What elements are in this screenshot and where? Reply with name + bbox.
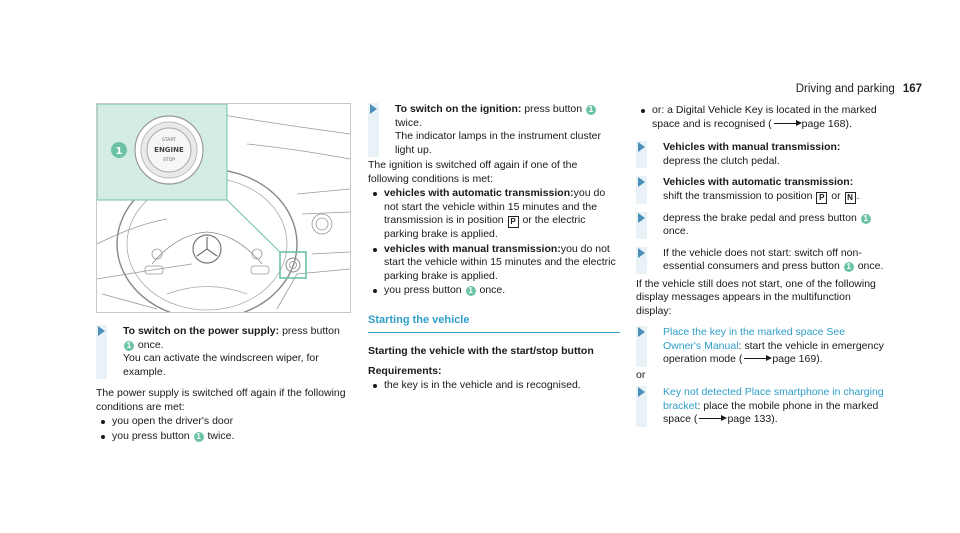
requirements-list-continued: or: a Digital Vehicle Key is located in … [636,104,886,131]
requirements-label: Requirements: [368,364,442,377]
page-reference[interactable]: page 169 [742,353,816,365]
step-heading: Vehicles with manual transmission: [663,141,841,153]
page-reference[interactable]: page 133 [697,413,771,425]
arrow-icon [638,327,645,337]
callout-1-icon: 1 [843,262,854,272]
step-brake-pedal: depress the brake pedal and press button… [636,211,886,239]
column-3: or: a Digital Vehicle Key is located in … [636,103,886,435]
step-display-message-smartphone: Key not detected Place smartphone in cha… [636,386,886,427]
column-1: To switch on the power supply: press but… [96,325,349,444]
dashboard-drawing: START ENGINE STOP 1 [97,104,350,312]
page-header: Driving and parking 167 [796,83,922,95]
display-message: Place the key in the marked space See Ow… [663,326,846,352]
paragraph: The ignition is switched off again if on… [368,159,578,185]
page-number: 167 [902,83,922,95]
requirements-list: the key is in the vehicle and is recogni… [368,379,620,393]
page-reference[interactable]: page 168 [772,118,845,130]
button-label-stop: STOP [163,157,175,163]
list-item: you open the driver's door [96,415,349,429]
callout-1-icon: 1 [193,431,204,442]
callout-number: 1 [116,146,123,157]
step-automatic-transmission: Vehicles with automatic transmission: sh… [636,176,886,204]
arrow-icon [638,142,645,152]
list-item: the key is in the vehicle and is recogni… [368,379,620,393]
list-item: or: a Digital Vehicle Key is located in … [636,104,886,131]
column-2: To switch on the ignition: press button … [368,103,620,394]
arrow-icon [98,326,105,336]
paragraph: The power supply is switched off again i… [96,387,346,413]
callout-1-icon: 1 [465,286,476,296]
step-display-message-key: Place the key in the marked space See Ow… [636,326,886,367]
step-manual-transmission: Vehicles with manual transmission: depre… [636,141,886,168]
arrow-icon [638,212,645,223]
arrow-right-icon [699,415,728,421]
gear-n-icon: N [844,191,856,204]
step-not-starting: If the vehicle does not start: switch of… [636,246,886,274]
arrow-icon [638,177,645,187]
callout-1-icon: 1 [860,213,871,224]
list-item: you press button 1 once. [368,284,620,298]
arrow-right-icon [744,355,773,361]
arrow-icon [638,387,645,397]
section-name: Driving and parking [795,83,895,95]
arrow-icon [370,104,377,114]
paragraph: If the vehicle still does not start, one… [636,277,876,317]
button-label-start: START [162,137,176,143]
step-ignition: To switch on the ignition: press button … [368,103,620,157]
condition-list: you open the driver's door you press but… [96,415,349,443]
list-item: you press button 1 twice. [96,430,349,444]
callout-1-icon: 1 [124,340,134,351]
callout-1-icon: 1 [586,105,596,115]
step-power-supply: To switch on the power supply: press but… [96,325,349,379]
step-note: You can activate the windscreen wiper, f… [123,352,319,378]
start-stop-button-illustration: START ENGINE STOP 1 [96,103,351,313]
condition-list: vehicles with automatic transmission:you… [368,187,620,298]
section-title: Starting the vehicle [368,314,620,333]
list-item: vehicles with automatic transmission:you… [368,187,620,242]
sub-title: Starting the vehicle with the start/stop… [368,345,594,357]
gear-p-icon: P [816,191,828,204]
or-label: or [636,368,646,381]
arrow-icon [638,247,645,258]
button-label-engine: ENGINE [154,146,184,154]
display-message: Key not detected Place smartphone in cha… [663,386,884,412]
gear-p-icon: P [507,216,519,228]
arrow-right-icon [773,119,802,126]
list-item: vehicles with manual transmission:you do… [368,243,620,284]
step-heading: Vehicles with automatic transmission: [663,176,854,188]
step-heading: To switch on the ignition: [395,103,522,115]
step-heading: To switch on the power supply: [123,325,280,337]
